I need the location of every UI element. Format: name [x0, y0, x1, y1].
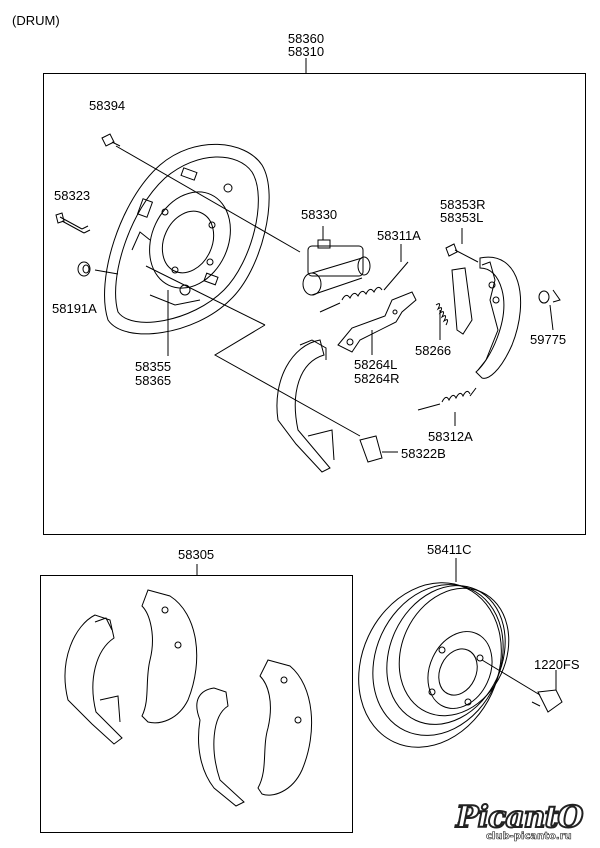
shoe-kit-box [40, 575, 353, 833]
part-label-1220FS: 1220FS [534, 657, 580, 672]
part-label-58312A: 58312A [428, 429, 473, 444]
part-label-58264L: 58264L [354, 357, 398, 372]
part-label-58353R: 58353R [440, 197, 486, 212]
assembly-part-number-bottom: 58310 [287, 44, 325, 59]
part-label-58323: 58323 [54, 188, 91, 203]
part-label-58191A: 58191A [52, 301, 97, 316]
part-label-58264R: 58264R [354, 371, 400, 386]
part-label-58322B: 58322B [401, 446, 446, 461]
part-label-58365: 58365 [135, 373, 172, 388]
part-label-58330: 58330 [301, 207, 338, 222]
part-label-58355: 58355 [135, 359, 172, 374]
assembly-part-number-top: 58360 [287, 31, 325, 46]
brake-drum-drawing [358, 582, 563, 748]
part-label-58411C: 58411C [427, 542, 472, 557]
diagram-title: (DRUM) [12, 13, 60, 28]
watermark-subtitle: club-picanto.ru [486, 831, 572, 843]
watermark-logo: CLUB PicantO club-picanto.ru [452, 799, 597, 844]
assembly-box [43, 73, 586, 535]
watermark-title: PicantO [455, 799, 584, 836]
part-label-58394: 58394 [89, 98, 126, 113]
part-label-58311A: 58311A [377, 228, 421, 243]
part-label-58305: 58305 [178, 547, 215, 562]
part-label-58266: 58266 [415, 343, 452, 358]
backing-plate-drawing [104, 143, 270, 335]
shoe-kit-drawing [64, 589, 313, 807]
part-label-59775: 59775 [530, 332, 567, 347]
part-label-58353L: 58353L [440, 210, 484, 225]
